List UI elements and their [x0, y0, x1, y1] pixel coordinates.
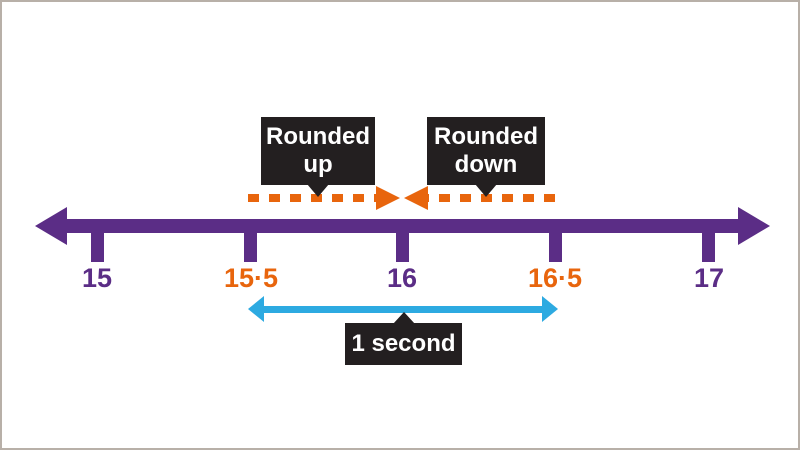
tick-label-16: 16	[386, 263, 418, 293]
tick-label-15-5: 15·5	[223, 263, 279, 293]
rounded-down-arrowhead-icon	[404, 186, 428, 210]
number-line-left-arrowhead-icon	[35, 207, 67, 245]
rounded-down-dashed-line	[428, 194, 555, 202]
one-second-label: 1 second	[351, 330, 456, 358]
callout-tail-icon	[475, 184, 497, 197]
rounded-up-arrowhead-icon	[376, 186, 400, 210]
tick-17	[702, 219, 715, 262]
rounded-down-callout: Rounded down	[427, 117, 545, 197]
rounded-down-label: Rounded down	[434, 123, 538, 178]
tick-15	[91, 219, 104, 262]
rounded-up-callout: Rounded up	[261, 117, 375, 197]
one-second-interval-line	[260, 306, 546, 313]
tick-label-17: 17	[693, 263, 725, 293]
tick-16-5	[549, 219, 562, 262]
tick-label-15: 15	[81, 263, 113, 293]
tick-15-5	[244, 219, 257, 262]
interval-right-arrowhead-icon	[542, 296, 558, 322]
number-line-right-arrowhead-icon	[738, 207, 770, 245]
one-second-callout: 1 second	[345, 312, 462, 365]
callout-tail-icon	[392, 312, 415, 324]
tick-label-16-5: 16·5	[527, 263, 583, 293]
callout-tail-icon	[307, 184, 329, 197]
tick-16	[396, 219, 409, 262]
rounded-up-label: Rounded up	[266, 123, 370, 178]
interval-left-arrowhead-icon	[248, 296, 264, 322]
rounded-up-dashed-line	[248, 194, 376, 202]
